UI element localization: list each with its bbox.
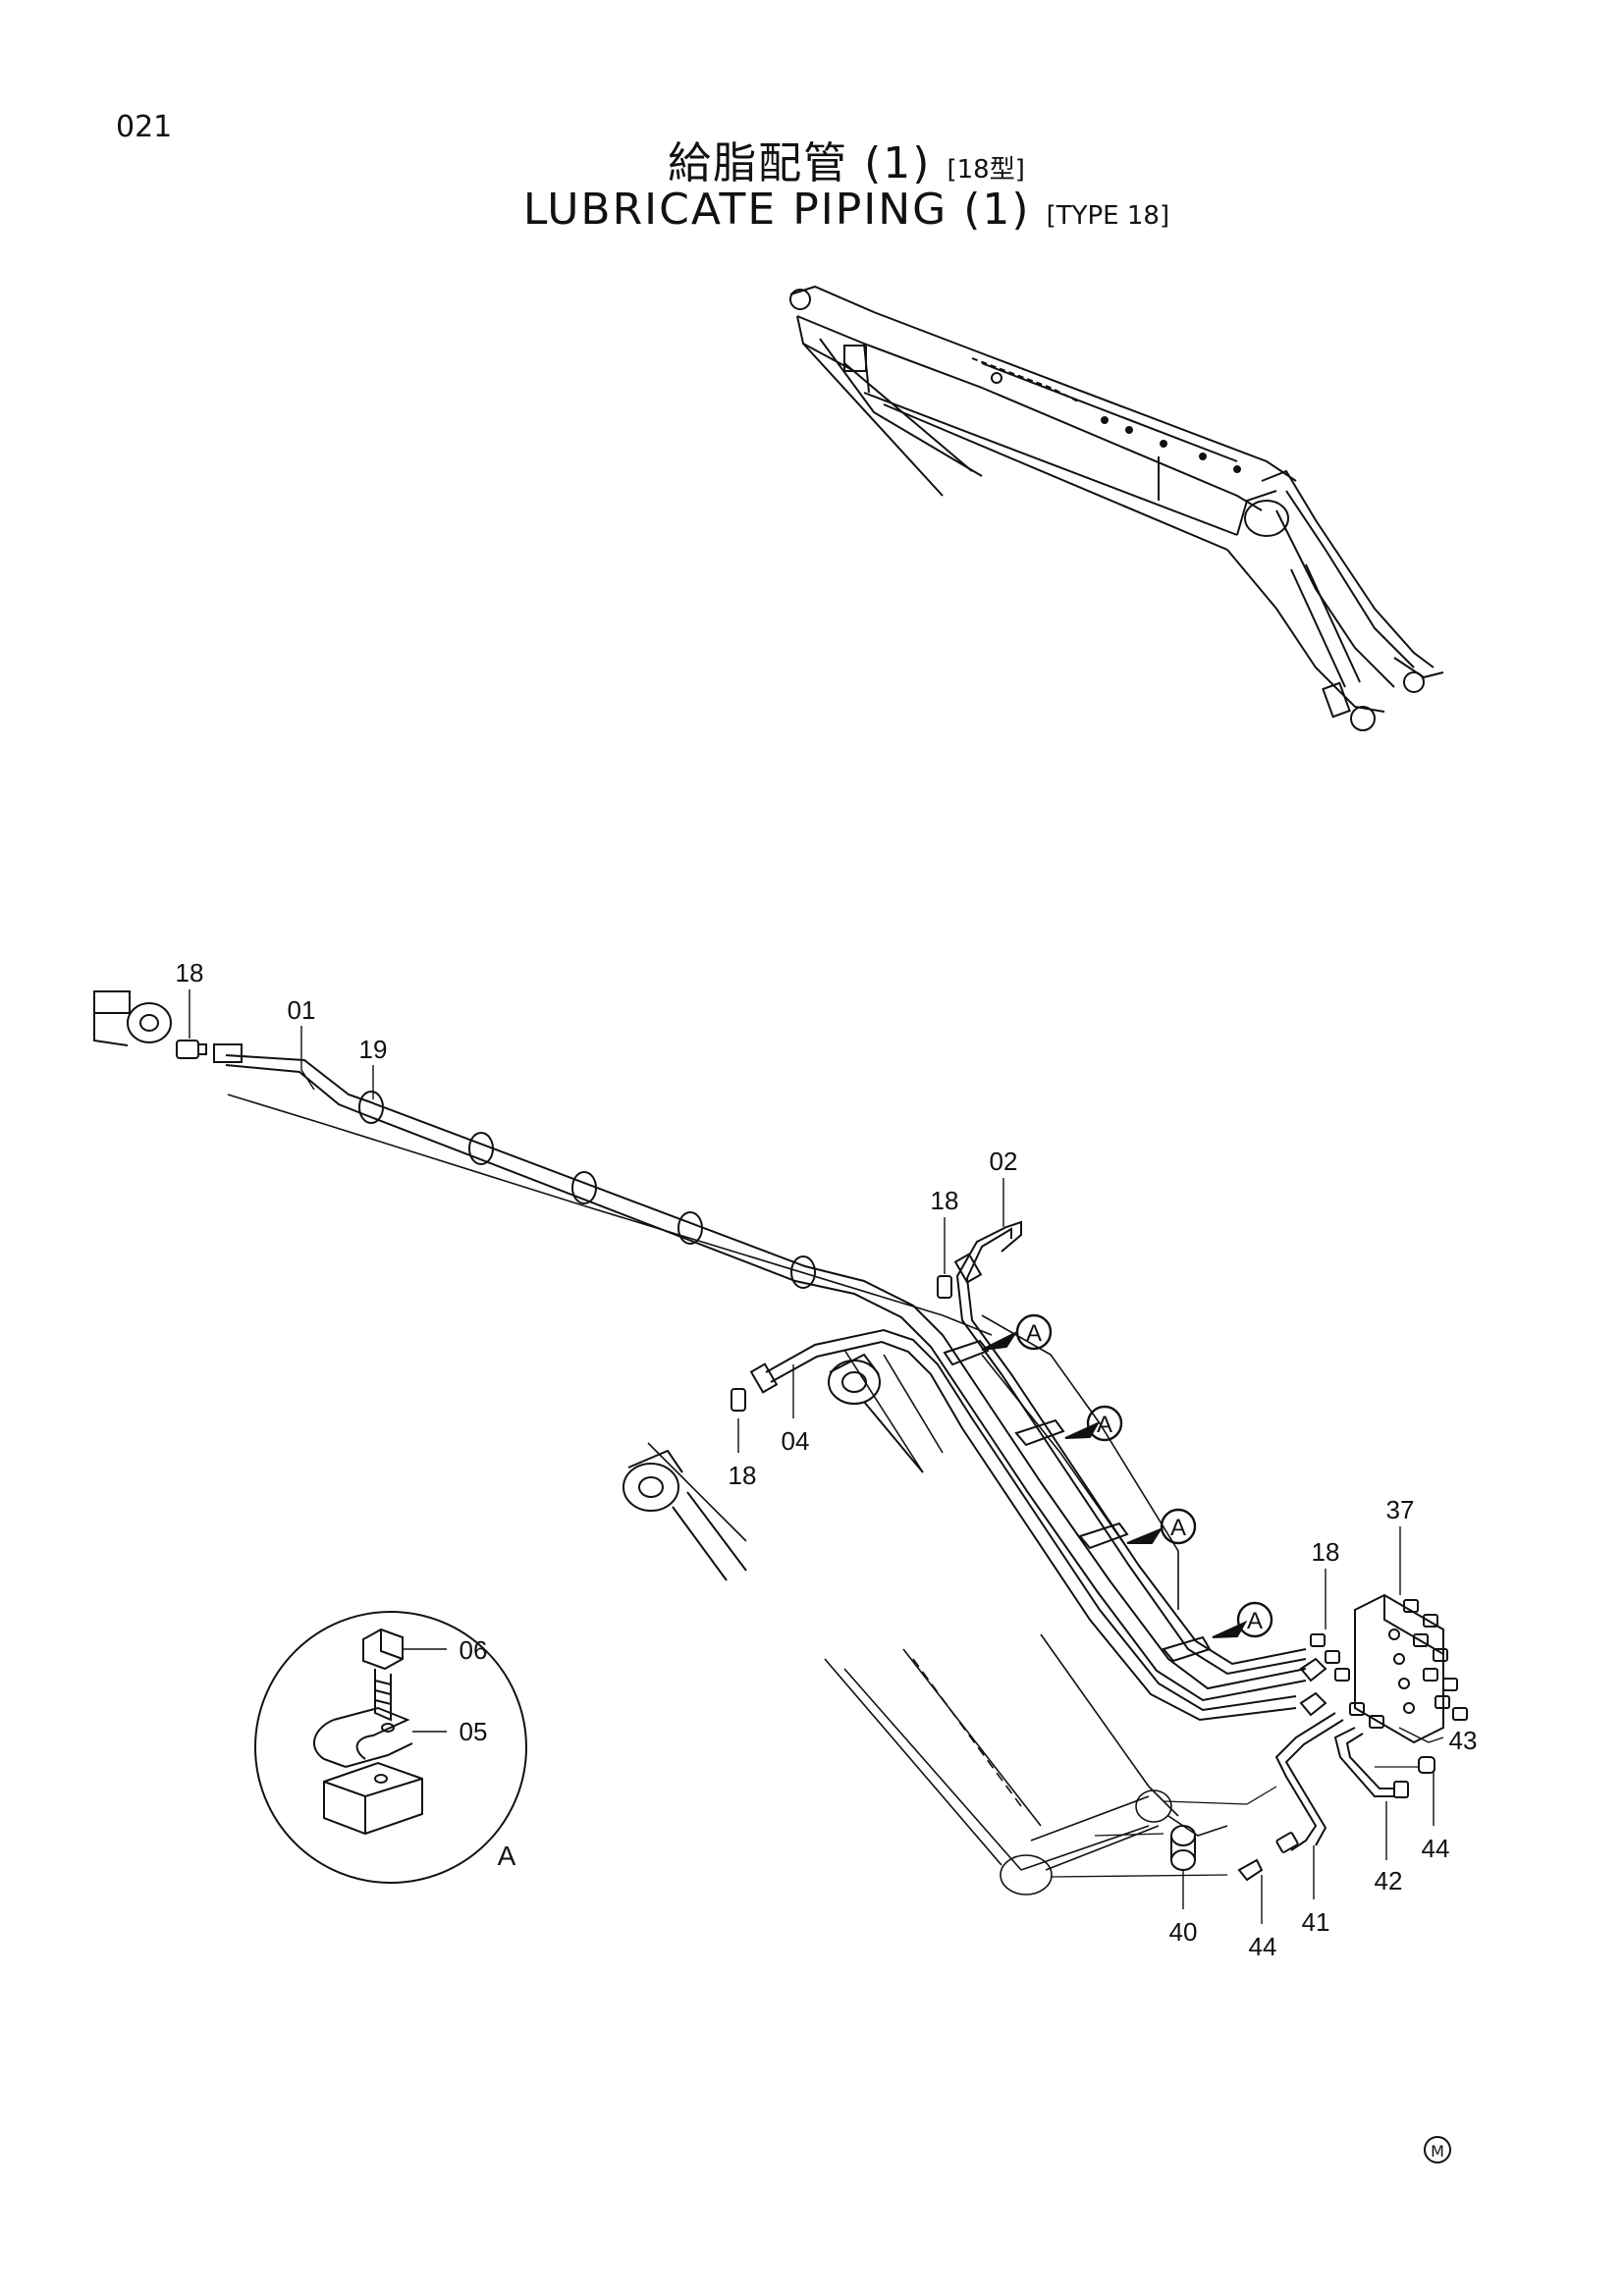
detail-view-a-label: A [498, 1841, 516, 1871]
tube-02 [955, 1220, 1307, 1676]
callout-40: 40 [1169, 1917, 1198, 1947]
clip-05-icon [313, 1706, 413, 1768]
arm-lower-outline [824, 1633, 1228, 1896]
callout-18-d: 18 [1312, 1537, 1340, 1567]
callout-01: 01 [288, 995, 316, 1025]
title-jp-tag: [18型] [947, 155, 1025, 185]
callout-05: 05 [460, 1717, 488, 1746]
view-marker-a-3-label: A [1170, 1515, 1186, 1541]
callout-18-c: 18 [729, 1461, 757, 1490]
view-marker-a-1-label: A [1026, 1320, 1042, 1347]
callout-18-b: 18 [931, 1186, 959, 1215]
pin-boss-left [93, 990, 172, 1046]
view-marker-a-2: A [1064, 1405, 1123, 1442]
title-english: LUBRICATE PIPING (1) [TYPE 18] [0, 185, 1624, 235]
leader-connections [1050, 1766, 1419, 1878]
bolt-06-icon [362, 1628, 404, 1722]
boom-body-outline [227, 1094, 1179, 1610]
trademark-m-mark: M [1424, 2136, 1451, 2163]
grease-fitting-icons [176, 1040, 983, 1412]
title-en-text: LUBRICATE PIPING (1) [522, 185, 1031, 235]
callout-19: 19 [359, 1035, 388, 1064]
view-marker-a-4-label: A [1247, 1608, 1263, 1634]
pipes-41-42 [1237, 1712, 1435, 1882]
callout-labels: 18 01 19 18 02 04 18 18 37 43 44 42 41 4… [176, 958, 1478, 1961]
boom-overview [789, 285, 1444, 731]
view-marker-a-3: A [1126, 1508, 1197, 1545]
callout-44-a: 44 [1422, 1834, 1450, 1863]
title-en-tag: [TYPE 18] [1046, 201, 1170, 231]
clamps-19 [358, 1091, 816, 1289]
callout-02: 02 [990, 1147, 1018, 1176]
page-number: 021 [116, 110, 173, 144]
callout-18-a: 18 [176, 958, 204, 988]
grease-block-37 [1299, 1593, 1468, 1744]
callout-04: 04 [782, 1426, 810, 1456]
callout-43: 43 [1449, 1726, 1478, 1755]
view-marker-a-1: A [981, 1313, 1053, 1351]
pin-boss-lower [623, 1449, 747, 1581]
tube-01 [225, 1054, 1307, 1702]
title-jp-text: 給脂配管 (1) [668, 138, 932, 188]
callout-44-b: 44 [1249, 1932, 1277, 1961]
callout-42: 42 [1375, 1866, 1403, 1896]
bushing-40 [1170, 1825, 1196, 1871]
view-marker-a-2-label: A [1097, 1412, 1112, 1438]
title-japanese: 給脂配管 (1) [18型] [0, 128, 1624, 190]
bundle-clamps [943, 1339, 1212, 1663]
view-marker-a-4: A [1212, 1601, 1273, 1638]
tube-04 [765, 1328, 1297, 1722]
callout-06: 06 [460, 1635, 488, 1665]
callout-41: 41 [1302, 1907, 1330, 1937]
callout-leaders [189, 989, 1444, 1924]
detail-view-a [254, 1611, 527, 1884]
pin-boss-middle [828, 1353, 924, 1473]
mounting-block-icon [323, 1761, 423, 1836]
callout-37: 37 [1386, 1495, 1415, 1524]
